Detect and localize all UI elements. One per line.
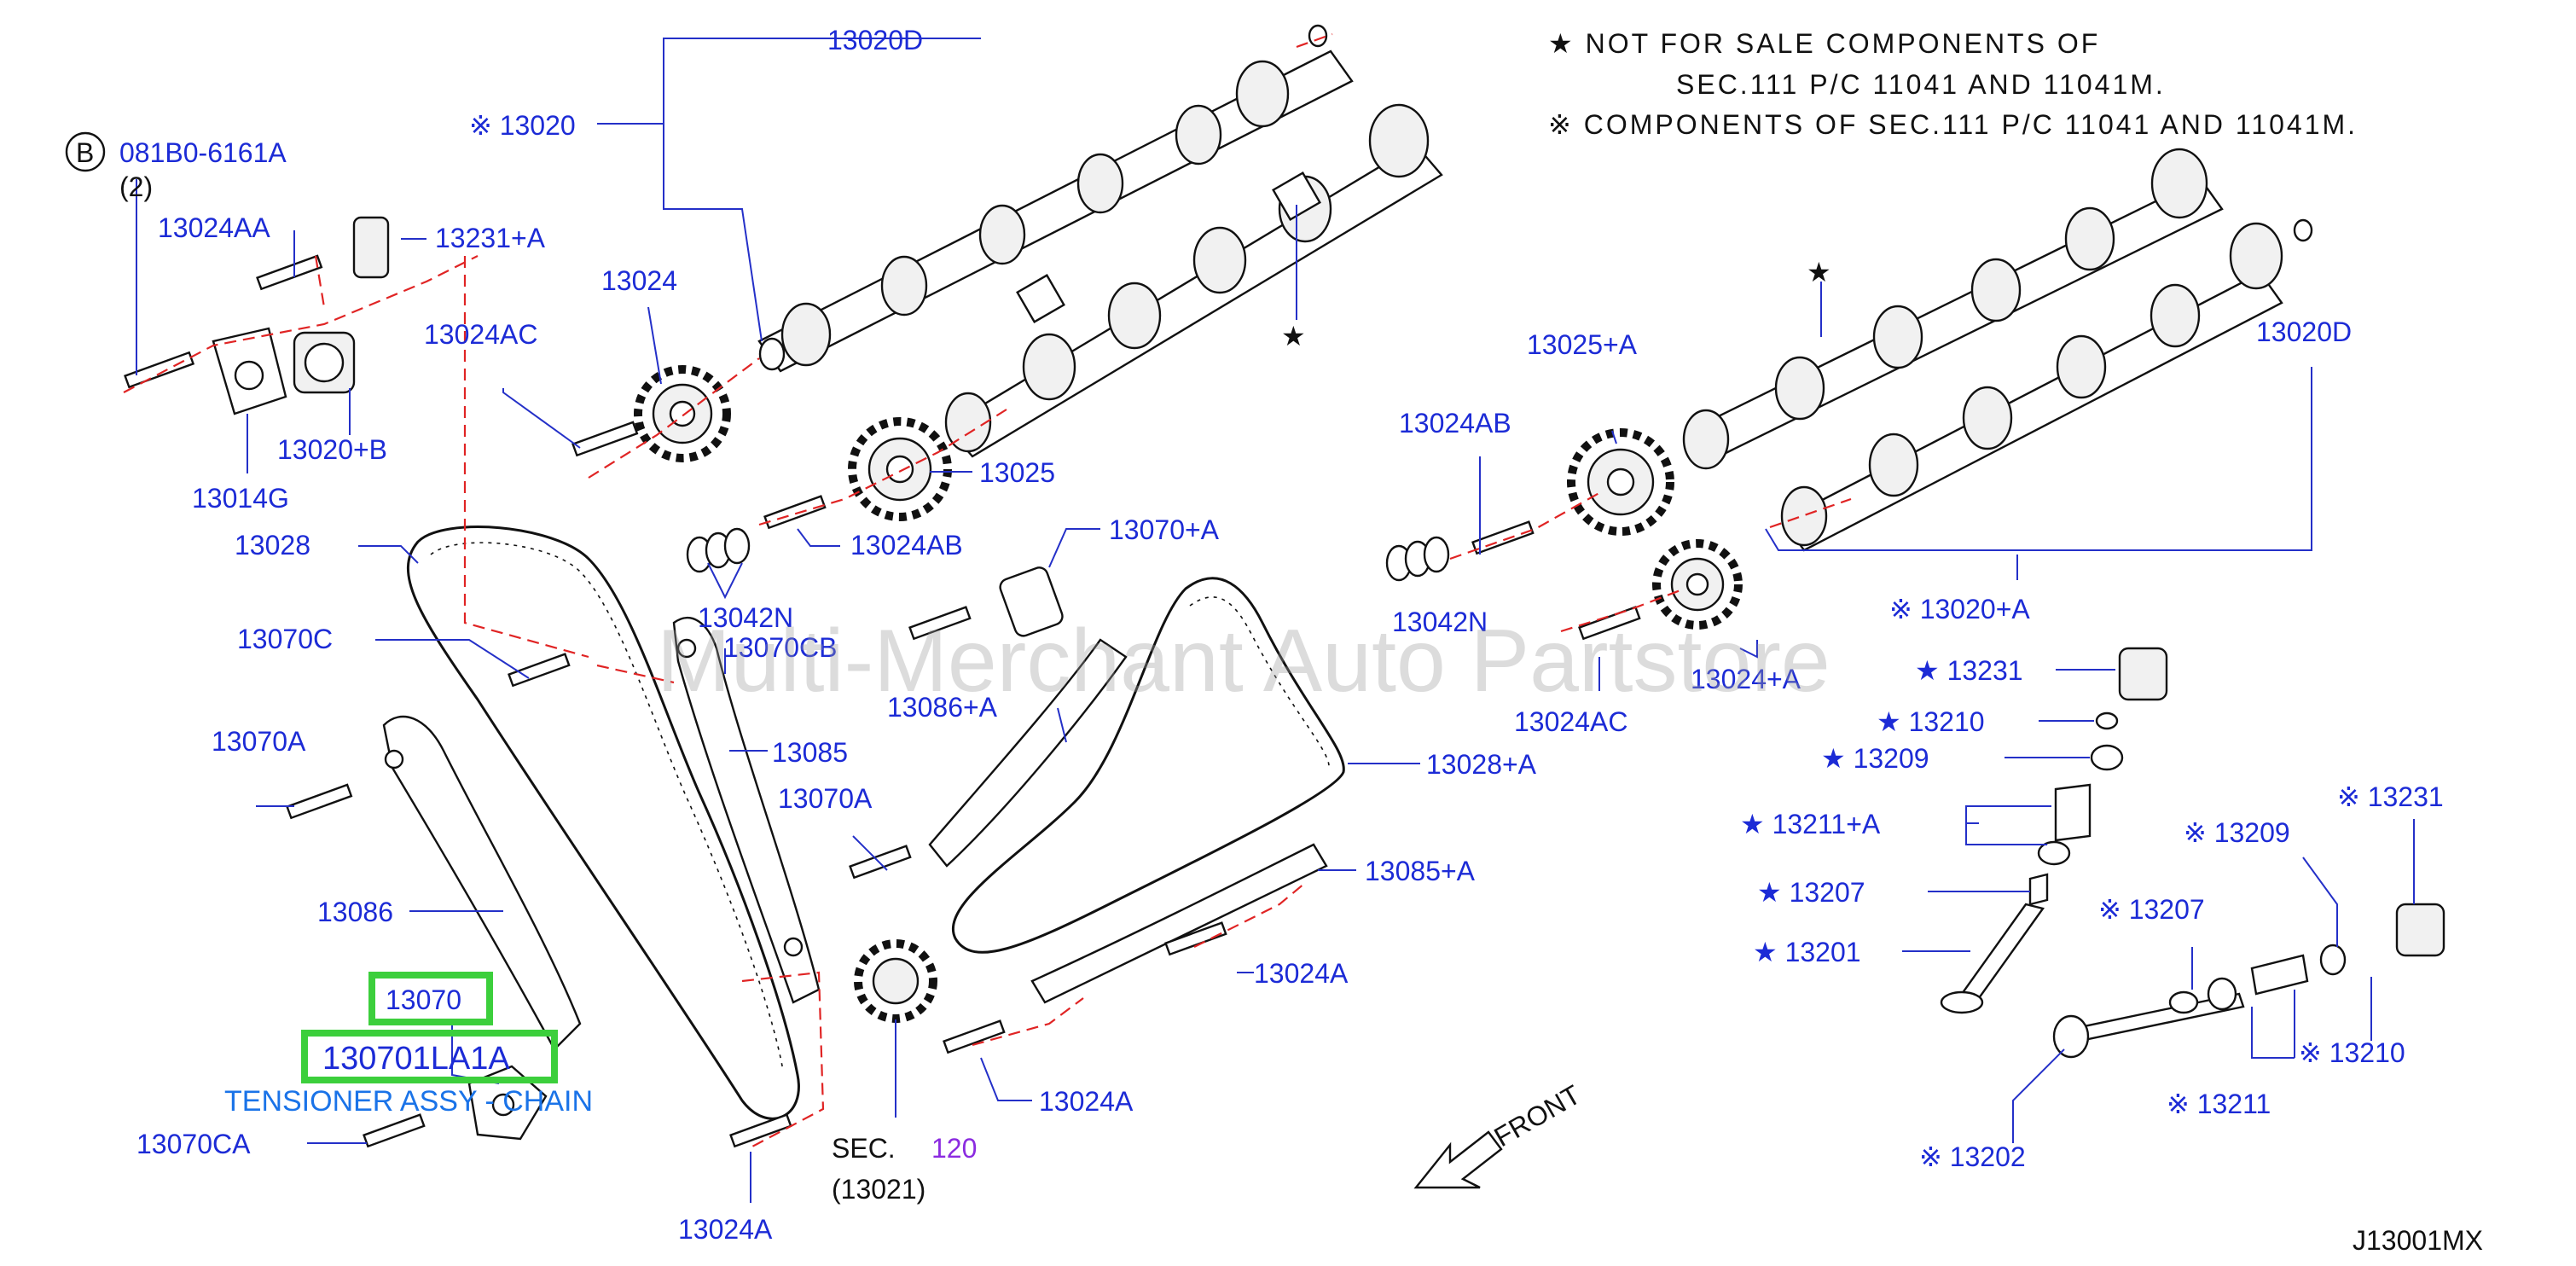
tensioner-13070 xyxy=(467,1065,548,1141)
label-13028a: 13028+A xyxy=(1426,749,1537,780)
label-star-13209: ★ 13209 xyxy=(1821,743,1929,774)
front-label: FRONT xyxy=(1489,1079,1586,1153)
watermark: Multi-Merchant Auto Partstore xyxy=(657,612,1830,711)
label-13070c: 13070C xyxy=(237,624,333,654)
label-kome-13231: ※ 13231 xyxy=(2337,781,2444,812)
chain-guide-13085a xyxy=(1030,843,1328,1004)
chain-guide-13085 xyxy=(672,616,821,1004)
sprocket-13024a xyxy=(1652,539,1743,630)
label-13024ac-left: 13024AC xyxy=(424,319,537,350)
label-kome-13211: ※ 13211 xyxy=(2167,1089,2271,1119)
gasket-13014g xyxy=(212,327,287,415)
plunger-13231a xyxy=(352,216,390,279)
sec-sub: (13021) xyxy=(832,1174,925,1205)
label-star-13211a: ★ 13211+A xyxy=(1740,809,1881,839)
label-13024: 13024 xyxy=(601,265,677,296)
note-line-2: SEC.111 P/C 11041 AND 11041M. xyxy=(1676,69,2166,100)
highlight-description[interactable]: TENSIONER ASSY - CHAIN xyxy=(224,1085,593,1118)
label-081b0-6161a: 081B0-6161A xyxy=(119,137,287,168)
sec-prefix: SEC. xyxy=(832,1133,896,1164)
label-13070a-middle: 13070A xyxy=(778,783,873,814)
sec-number-link[interactable]: 120 xyxy=(931,1133,977,1164)
highlighted-tensioner[interactable]: 13070 130701LA1A TENSIONER ASSY - CHAIN xyxy=(224,972,593,1118)
sprocket-13024 xyxy=(634,365,731,462)
highlight-part-number[interactable]: 130701LA1A xyxy=(322,1041,510,1077)
washers-13042n xyxy=(686,527,1450,582)
label-13085a: 13085+A xyxy=(1365,856,1476,886)
tensioner-arm-13086 xyxy=(382,715,582,1051)
label-star-13231: ★ 13231 xyxy=(1915,655,2023,686)
timing-chain-13028 xyxy=(406,526,800,1120)
label-star-13207: ★ 13207 xyxy=(1757,877,1865,908)
note-line-3: ※ COMPONENTS OF SEC.111 P/C 11041 AND 11… xyxy=(1548,109,2358,140)
label-13070a-left: 13070A xyxy=(212,726,306,757)
label-13025: 13025 xyxy=(979,457,1055,488)
label-13042n-right: 13042N xyxy=(1392,607,1488,637)
label-qty-2: (2) xyxy=(119,171,153,202)
sprocket-13025 xyxy=(848,417,952,521)
circle-b-badge xyxy=(65,131,106,172)
label-13231a: 13231+A xyxy=(435,223,546,253)
label-13014g: 13014G xyxy=(192,483,289,514)
label-kome-13207: ※ 13207 xyxy=(2098,894,2205,925)
label-kome-13209: ※ 13209 xyxy=(2184,817,2290,848)
label-13024a-plus: 13024+A xyxy=(1691,664,1801,694)
circle-b-letter: B xyxy=(76,137,94,168)
camshaft-left-intake xyxy=(944,103,1443,458)
tensioner-13070a xyxy=(999,566,1064,637)
camshaft-right-exhaust xyxy=(1682,148,2224,470)
diagram-id: J13001MX xyxy=(2353,1225,2483,1256)
label-13024ab-left: 13024AB xyxy=(850,530,963,560)
centerlines xyxy=(123,255,1852,1148)
label-13024a-lower: 13024A xyxy=(1039,1086,1134,1117)
front-arrow: FRONT xyxy=(1413,1079,1586,1189)
highlight-box-13070[interactable] xyxy=(368,972,493,1025)
label-13024ac-right: 13024AC xyxy=(1514,706,1627,737)
camshaft-right-intake xyxy=(1780,218,2313,552)
label-13020d-top: 13020D xyxy=(827,25,923,55)
label-13024ab-right: 13024AB xyxy=(1399,408,1511,438)
valve-train-kome xyxy=(2052,903,2445,1059)
valve-train-star xyxy=(1940,647,2168,1014)
label-13020: ※ 13020 xyxy=(469,110,576,141)
crank-sprocket xyxy=(854,939,937,1023)
label-13085: 13085 xyxy=(772,737,848,768)
sprocket-13025a xyxy=(1567,428,1674,536)
label-13020d-right: 13020D xyxy=(2256,316,2352,347)
label-13024a-bottom: 13024A xyxy=(678,1214,773,1245)
note-line-1: ★ NOT FOR SALE COMPONENTS OF xyxy=(1548,28,2100,59)
star-marker-right: ★ xyxy=(1807,257,1831,287)
label-13086: 13086 xyxy=(317,897,393,927)
label-13042n-left: 13042N xyxy=(698,602,793,633)
label-kome-13202: ※ 13202 xyxy=(1919,1141,2026,1172)
label-13024aa: 13024AA xyxy=(158,212,270,243)
label-star-13201: ★ 13201 xyxy=(1753,937,1861,967)
label-13020b: 13020+B xyxy=(277,434,387,465)
label-13086a: 13086+A xyxy=(887,692,998,723)
timing-chain-13028a xyxy=(952,577,1345,954)
label-13028: 13028 xyxy=(235,530,310,560)
leader-lines xyxy=(136,38,2415,1203)
star-marker-left: ★ xyxy=(1281,321,1306,351)
chain-guide-13086a xyxy=(928,638,1128,868)
camshaft-left-exhaust xyxy=(757,24,1354,373)
label-13024a-middle: 13024A xyxy=(1254,958,1349,989)
label-13025a: 13025+A xyxy=(1527,329,1638,360)
label-13070cb: 13070CB xyxy=(723,632,837,663)
label-kome-13210: ※ 13210 xyxy=(2299,1037,2405,1068)
part-labels: B 081B0-6161A (2) 13024AA 13231+A 13024A… xyxy=(65,25,2444,1245)
label-13070ca: 13070CA xyxy=(136,1129,251,1159)
label-13070a-plus: 13070+A xyxy=(1109,514,1220,545)
highlight-box-part-number[interactable] xyxy=(301,1030,558,1083)
tensioner-13020b xyxy=(293,331,356,394)
highlight-part-13070[interactable]: 13070 xyxy=(386,984,461,1015)
label-13020a: ※ 13020+A xyxy=(1889,594,2030,624)
label-star-13210: ★ 13210 xyxy=(1877,706,1985,737)
